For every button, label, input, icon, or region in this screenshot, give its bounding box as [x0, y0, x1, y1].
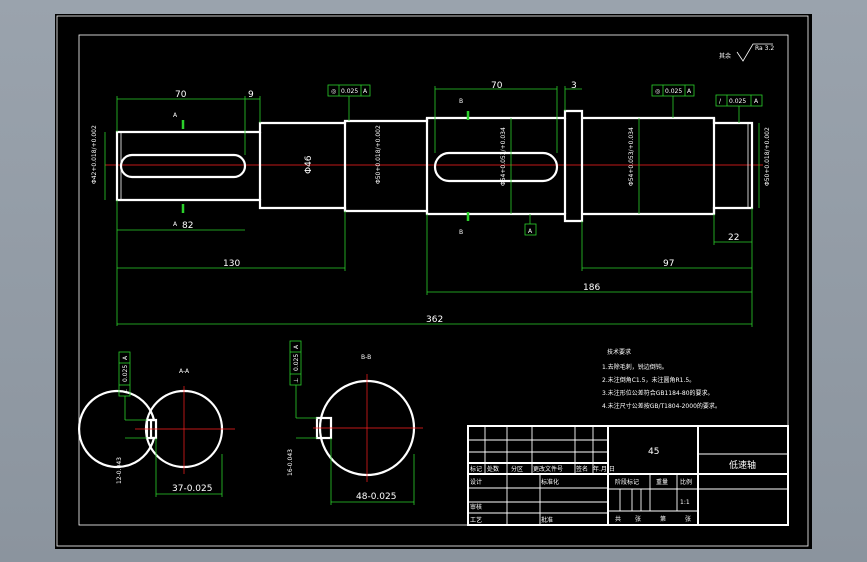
inner-border: [78, 34, 789, 526]
svg-text:A-A: A-A: [179, 368, 190, 375]
svg-text:A: A: [528, 228, 533, 235]
tolerance-frames: ◎ 0.025 A ◎ 0.025 A / 0.025 A A: [327, 84, 763, 236]
svg-text:97: 97: [663, 259, 674, 269]
svg-text:1.去除毛刺，锐边倒钝。: 1.去除毛刺，锐边倒钝。: [602, 363, 668, 371]
svg-text:A: A: [754, 98, 759, 105]
svg-text:A: A: [293, 344, 300, 349]
svg-text:0.025: 0.025: [729, 98, 746, 105]
svg-text:张: 张: [635, 515, 641, 523]
shaft-drawing: 其余 Ra 3.2 A A B B 70 9: [56, 15, 809, 547]
drawing-canvas[interactable]: 其余 Ra 3.2 A A B B 70 9: [55, 14, 812, 549]
svg-text:Φ42+0.018/+0.002: Φ42+0.018/+0.002: [91, 125, 98, 184]
svg-text:重量: 重量: [656, 478, 668, 486]
svg-text:A: A: [122, 355, 129, 360]
svg-text:4.未注尺寸公差按GB/T1804-2000的要求。: 4.未注尺寸公差按GB/T1804-2000的要求。: [602, 402, 721, 410]
svg-text:12-0.043: 12-0.043: [116, 457, 123, 484]
svg-text:/: /: [719, 98, 722, 105]
svg-text:Ra 3.2: Ra 3.2: [755, 45, 774, 52]
svg-text:362: 362: [426, 315, 443, 325]
top-dimensions: 70 9 70 3: [116, 81, 582, 155]
svg-text:⊥: ⊥: [293, 378, 300, 383]
svg-text:9: 9: [248, 90, 254, 100]
svg-text:Φ54+0.053/+0.034: Φ54+0.053/+0.034: [500, 127, 507, 186]
svg-text:B-B: B-B: [361, 354, 371, 361]
svg-text:阶段标记: 阶段标记: [615, 478, 639, 486]
svg-text:⊥: ⊥: [122, 389, 129, 394]
section-b-b: B-B ⊥ 0.025 A 16-0.043 48-0.025: [287, 340, 423, 505]
svg-text:A: A: [363, 88, 368, 95]
svg-text:签名: 签名: [576, 465, 588, 473]
keyway-2: [433, 151, 559, 183]
svg-text:Φ54+0.053/+0.034: Φ54+0.053/+0.034: [628, 127, 635, 186]
svg-text:130: 130: [223, 259, 240, 269]
svg-text:其余: 其余: [719, 52, 731, 60]
svg-text:比例: 比例: [680, 478, 692, 486]
svg-text:标记: 标记: [470, 465, 482, 473]
svg-text:更改文件号: 更改文件号: [533, 465, 563, 473]
svg-text:45: 45: [648, 447, 659, 457]
section-markers: A A B B: [173, 98, 470, 236]
svg-text:B: B: [459, 98, 463, 105]
svg-text:标准化: 标准化: [541, 478, 559, 486]
svg-text:3: 3: [571, 81, 577, 91]
svg-text:审核: 审核: [470, 503, 482, 511]
shaft-profile: [115, 109, 754, 223]
svg-text:共: 共: [615, 515, 621, 523]
svg-text:◎: ◎: [331, 88, 336, 95]
svg-text:张: 张: [685, 515, 691, 523]
svg-text:第: 第: [660, 515, 666, 523]
diameter-labels: Φ42+0.018/+0.002 Φ46 Φ50+0.018/+0.002 Φ5…: [91, 118, 771, 214]
technical-notes: 技术要求 1.去除毛刺，锐边倒钝。 2.未注倒角C1.5，未注圆角R1.5。 3…: [602, 348, 721, 410]
svg-text:批准: 批准: [541, 516, 553, 524]
svg-text:A: A: [687, 88, 692, 95]
svg-text:工艺: 工艺: [470, 516, 482, 524]
svg-text:分区: 分区: [511, 465, 523, 473]
svg-text:70: 70: [491, 81, 503, 91]
svg-text:3.未注形位公差符合GB1184-80的要求。: 3.未注形位公差符合GB1184-80的要求。: [602, 389, 714, 397]
svg-text:年.月.日: 年.月.日: [593, 465, 615, 473]
svg-text:37-0.025: 37-0.025: [172, 484, 212, 494]
svg-text:处数: 处数: [487, 465, 499, 473]
section-a-a: A-A ⊥ 0.025 A 12-0.043 37-0.025: [78, 351, 235, 497]
svg-text:A: A: [173, 112, 178, 119]
svg-text:16-0.043: 16-0.043: [287, 449, 294, 476]
svg-text:0.025: 0.025: [293, 354, 300, 371]
svg-text:0.025: 0.025: [665, 88, 682, 95]
svg-text:技术要求: 技术要求: [607, 348, 631, 356]
keyway-1: [119, 153, 247, 179]
svg-text:70: 70: [175, 90, 187, 100]
svg-text:186: 186: [583, 283, 600, 293]
svg-text:Φ50+0.018/+0.002: Φ50+0.018/+0.002: [764, 127, 771, 186]
svg-text:2.未注倒角C1.5，未注圆角R1.5。: 2.未注倒角C1.5，未注圆角R1.5。: [602, 376, 695, 384]
svg-text:低速轴: 低速轴: [729, 459, 756, 471]
svg-text:Φ46: Φ46: [304, 155, 314, 174]
svg-text:0.025: 0.025: [122, 365, 129, 382]
svg-text:48-0.025: 48-0.025: [356, 492, 396, 502]
svg-text:A: A: [173, 221, 178, 228]
svg-text:82: 82: [182, 221, 193, 231]
title-block: 45 低速轴 标记 处数 分区 更改文件号 签名 年.月.日 设计 标准化 阶段…: [467, 425, 789, 526]
svg-text:22: 22: [728, 233, 739, 243]
roughness-symbol: 其余 Ra 3.2: [719, 43, 774, 62]
svg-text:0.025: 0.025: [341, 88, 358, 95]
bottom-dimensions: 82 130 186 362 97 22: [116, 200, 753, 327]
svg-text:B: B: [459, 229, 463, 236]
svg-text:Φ50+0.018/+0.002: Φ50+0.018/+0.002: [375, 125, 382, 184]
svg-text:1:1: 1:1: [680, 499, 690, 506]
outer-border: [56, 15, 809, 547]
svg-text:设计: 设计: [470, 478, 482, 486]
svg-text:◎: ◎: [655, 88, 660, 95]
